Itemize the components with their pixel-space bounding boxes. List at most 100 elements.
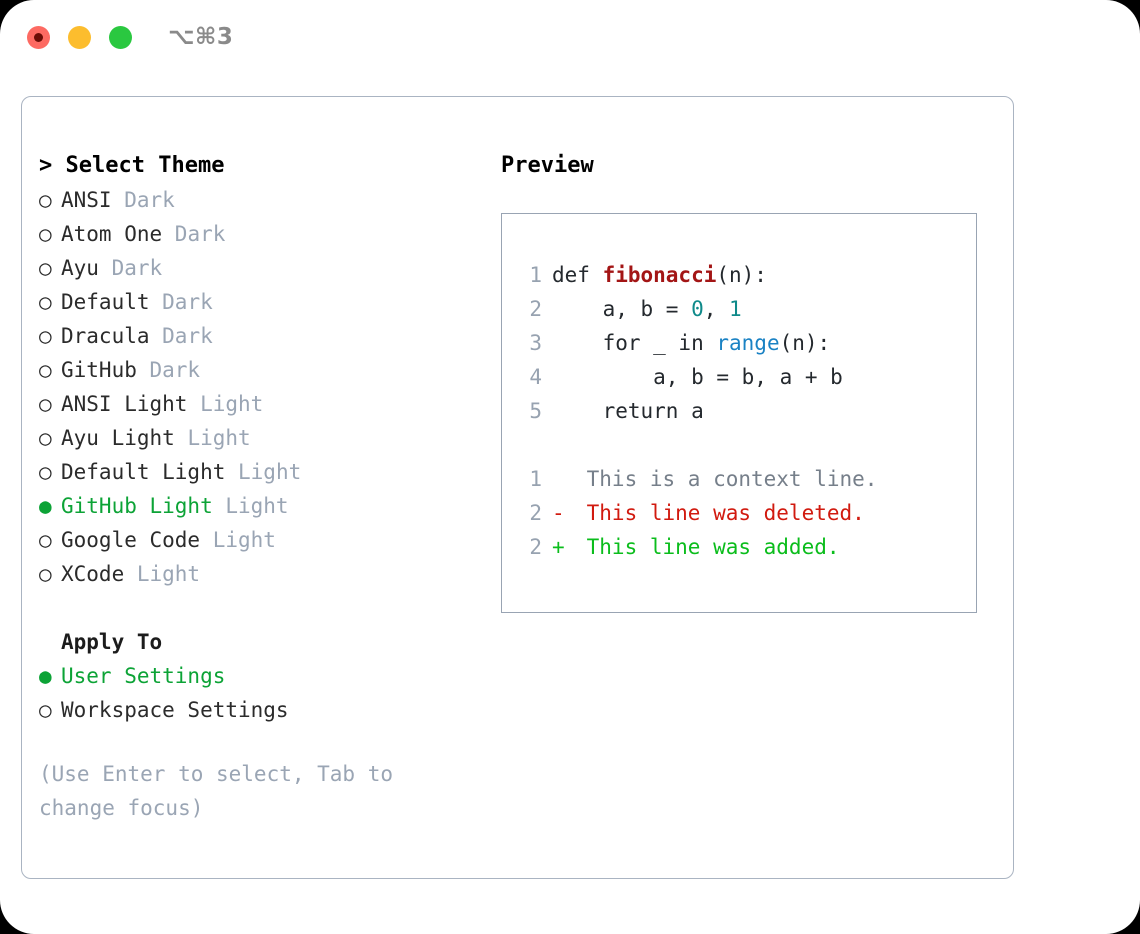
theme-picker-dialog: > Select Theme ○ANSI Dark○Atom One Dark○… — [21, 96, 1014, 879]
radio-unselected-icon: ○ — [39, 188, 52, 212]
theme-option-atom-one[interactable]: ○ Atom One Dark — [39, 217, 489, 251]
theme-variant-tag: Light — [174, 426, 251, 450]
diff-sample: 1 This is a context line.2- This line wa… — [502, 462, 976, 564]
radio-unselected-icon: ○ — [39, 528, 52, 552]
theme-option-ayu[interactable]: ○ Ayu Dark — [39, 251, 489, 285]
theme-option-label: GitHub Light — [61, 494, 213, 518]
code-line: 3 for _ in range(n): — [502, 326, 976, 360]
theme-variant-tag: Dark — [149, 324, 213, 348]
radio-unselected-icon: ○ — [39, 358, 52, 382]
theme-option-default-light[interactable]: ○ Default Light Light — [39, 455, 489, 489]
radio-unselected-icon: ○ — [39, 562, 52, 586]
diff-marker — [552, 462, 574, 496]
line-number: 2 — [529, 297, 542, 321]
focus-caret: > — [39, 153, 66, 178]
theme-option-label: Atom One — [61, 222, 163, 246]
theme-option-label: ANSI — [61, 188, 112, 212]
radio-unselected-icon: ○ — [39, 256, 52, 280]
diff-line-add: 2+ This line was added. — [502, 530, 976, 564]
section-title: Select Theme — [65, 153, 225, 178]
line-number: 1 — [529, 263, 542, 287]
theme-option-label: Ayu — [61, 256, 99, 280]
theme-option-label: Default Light — [61, 460, 226, 484]
keyboard-hint: (Use Enter to select, Tab to change focu… — [39, 762, 394, 820]
line-number: 1 — [529, 467, 542, 491]
diff-line-ctx: 1 This is a context line. — [502, 462, 976, 496]
theme-option-label: GitHub — [61, 358, 137, 382]
title-bar: ⌥⌘3 — [0, 0, 1140, 78]
theme-option-github[interactable]: ○GitHub Dark — [39, 353, 489, 387]
apply-option-workspace-settings[interactable]: ○ Workspace Settings — [39, 693, 489, 727]
radio-unselected-icon: ○ — [39, 698, 52, 722]
apply-option-label: User Settings — [61, 664, 226, 688]
code-token: return a — [552, 399, 704, 423]
theme-list-pane: > Select Theme ○ANSI Dark○Atom One Dark○… — [39, 149, 489, 825]
theme-option-github-light[interactable]: ● GitHub Light Light — [39, 489, 489, 523]
code-token: 0 — [691, 297, 704, 321]
theme-variant-tag: Light — [212, 494, 289, 518]
theme-option-google-code[interactable]: ○Google Code Light — [39, 523, 489, 557]
theme-variant-tag: Light — [124, 562, 201, 586]
radio-unselected-icon: ○ — [39, 392, 52, 416]
radio-unselected-icon: ○ — [39, 324, 52, 348]
code-token: a, b = — [552, 297, 692, 321]
line-number: 2 — [529, 535, 542, 559]
theme-option-label: Default — [61, 290, 150, 314]
line-number: 2 — [529, 501, 542, 525]
code-token: def — [552, 263, 603, 287]
radio-unselected-icon: ○ — [39, 460, 52, 484]
code-token: 1 — [729, 297, 742, 321]
code-line: 5 return a — [502, 394, 976, 428]
spacer — [502, 428, 976, 462]
close-button[interactable] — [27, 26, 50, 49]
line-number: 4 — [529, 365, 542, 389]
code-token: (n): — [779, 331, 831, 355]
theme-option-default[interactable]: ○ Default Dark — [39, 285, 489, 319]
theme-option-ayu-light[interactable]: ○Ayu Light Light — [39, 421, 489, 455]
code-line: 2 a, b = 0, 1 — [502, 292, 976, 326]
preview-heading: Preview — [501, 153, 594, 178]
theme-option-dracula[interactable]: ○ Dracula Dark — [39, 319, 489, 353]
radio-selected-icon: ● — [39, 494, 52, 518]
shortcut-label: ⌥⌘3 — [168, 24, 234, 50]
theme-option-ansi-light[interactable]: ○ANSI Light Light — [39, 387, 489, 421]
radio-selected-icon: ● — [39, 664, 52, 688]
diff-text: This line was deleted. — [574, 501, 865, 525]
code-token: range — [716, 331, 780, 355]
theme-option-label: ANSI Light — [61, 392, 188, 416]
maximize-button[interactable] — [109, 26, 132, 49]
diff-text: This is a context line. — [574, 467, 878, 491]
theme-variant-tag: Dark — [149, 290, 213, 314]
code-token: , — [703, 297, 730, 321]
apply-option-user-settings[interactable]: ● User Settings — [39, 659, 489, 693]
code-token: a, b = b, a + b — [552, 365, 843, 389]
code-token: fibonacci — [602, 263, 717, 287]
radio-unselected-icon: ○ — [39, 290, 52, 314]
diff-text: This line was added. — [574, 535, 840, 559]
theme-option-label: Ayu Light — [61, 426, 175, 450]
apply-option-label: Workspace Settings — [61, 698, 289, 722]
theme-variant-tag: Dark — [162, 222, 226, 246]
radio-unselected-icon: ○ — [39, 222, 52, 246]
theme-option-label: Dracula — [61, 324, 150, 348]
diff-line-del: 2- This line was deleted. — [502, 496, 976, 530]
theme-option-label: XCode — [61, 562, 125, 586]
theme-option-list: ○ ANSI Dark ○ Atom One Dark ○ Ayu Dark ○ Defaul… — [39, 183, 489, 591]
select-theme-heading: > Select Theme — [39, 149, 489, 183]
theme-variant-tag: Light — [225, 460, 302, 484]
traffic-lights — [27, 26, 132, 49]
apply-to-heading: Apply To — [61, 630, 163, 654]
apply-option-list: ● User Settings ○ Workspace Settings — [39, 659, 489, 727]
code-token: (n): — [716, 263, 767, 287]
theme-variant-tag: Dark — [98, 256, 163, 280]
apply-to-section: Apply To ● User Settings ○ Workspace Settin… — [39, 625, 489, 727]
theme-option-xcode[interactable]: ○ XCode Light — [39, 557, 489, 591]
code-line: 1 def fibonacci(n): — [502, 258, 976, 292]
code-line: 4 a, b = b, a + b — [502, 360, 976, 394]
code-token: for _ in — [552, 331, 717, 355]
minimize-button[interactable] — [68, 26, 91, 49]
theme-option-ansi[interactable]: ○ANSI Dark — [39, 183, 489, 217]
